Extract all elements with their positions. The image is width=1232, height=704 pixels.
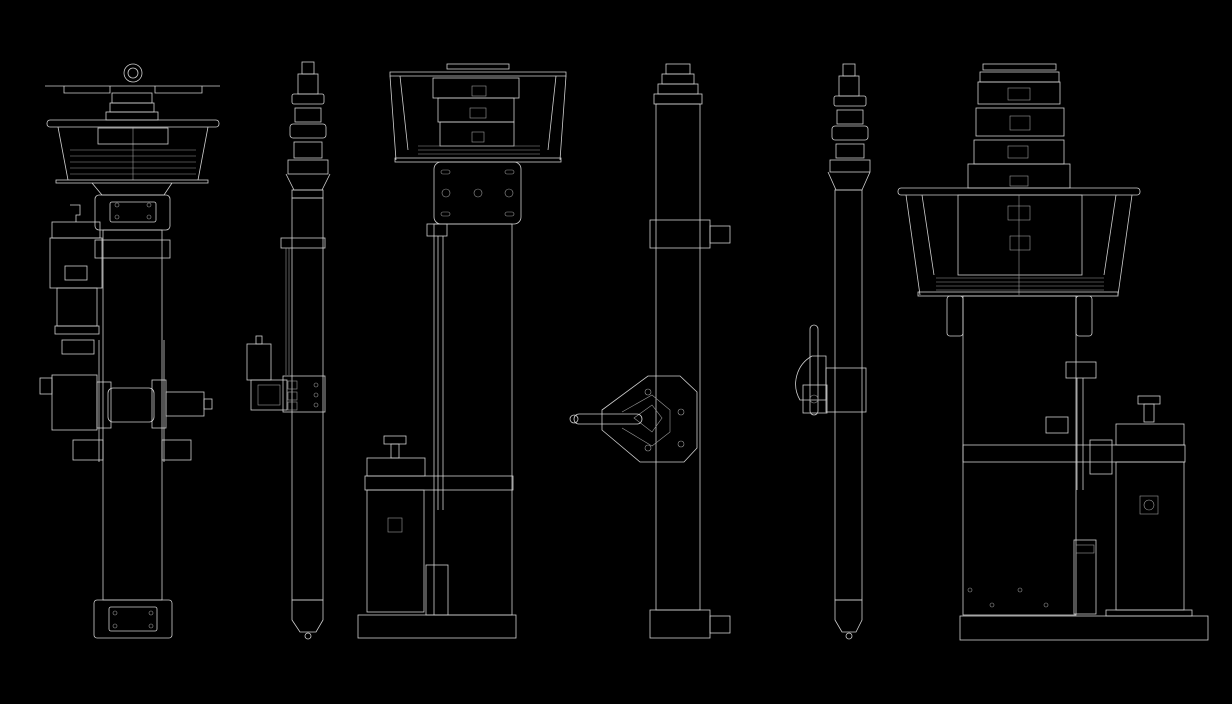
- view-2-mast-slim: [246, 61, 331, 640]
- view-6-mast-cylinder-front: [897, 63, 1209, 641]
- view-5-mast-slim: [795, 63, 871, 640]
- view-4-mast-winch: [569, 63, 731, 639]
- view-3-mast-cylinder-side: [357, 63, 567, 639]
- view-1-mast-front: [39, 63, 220, 639]
